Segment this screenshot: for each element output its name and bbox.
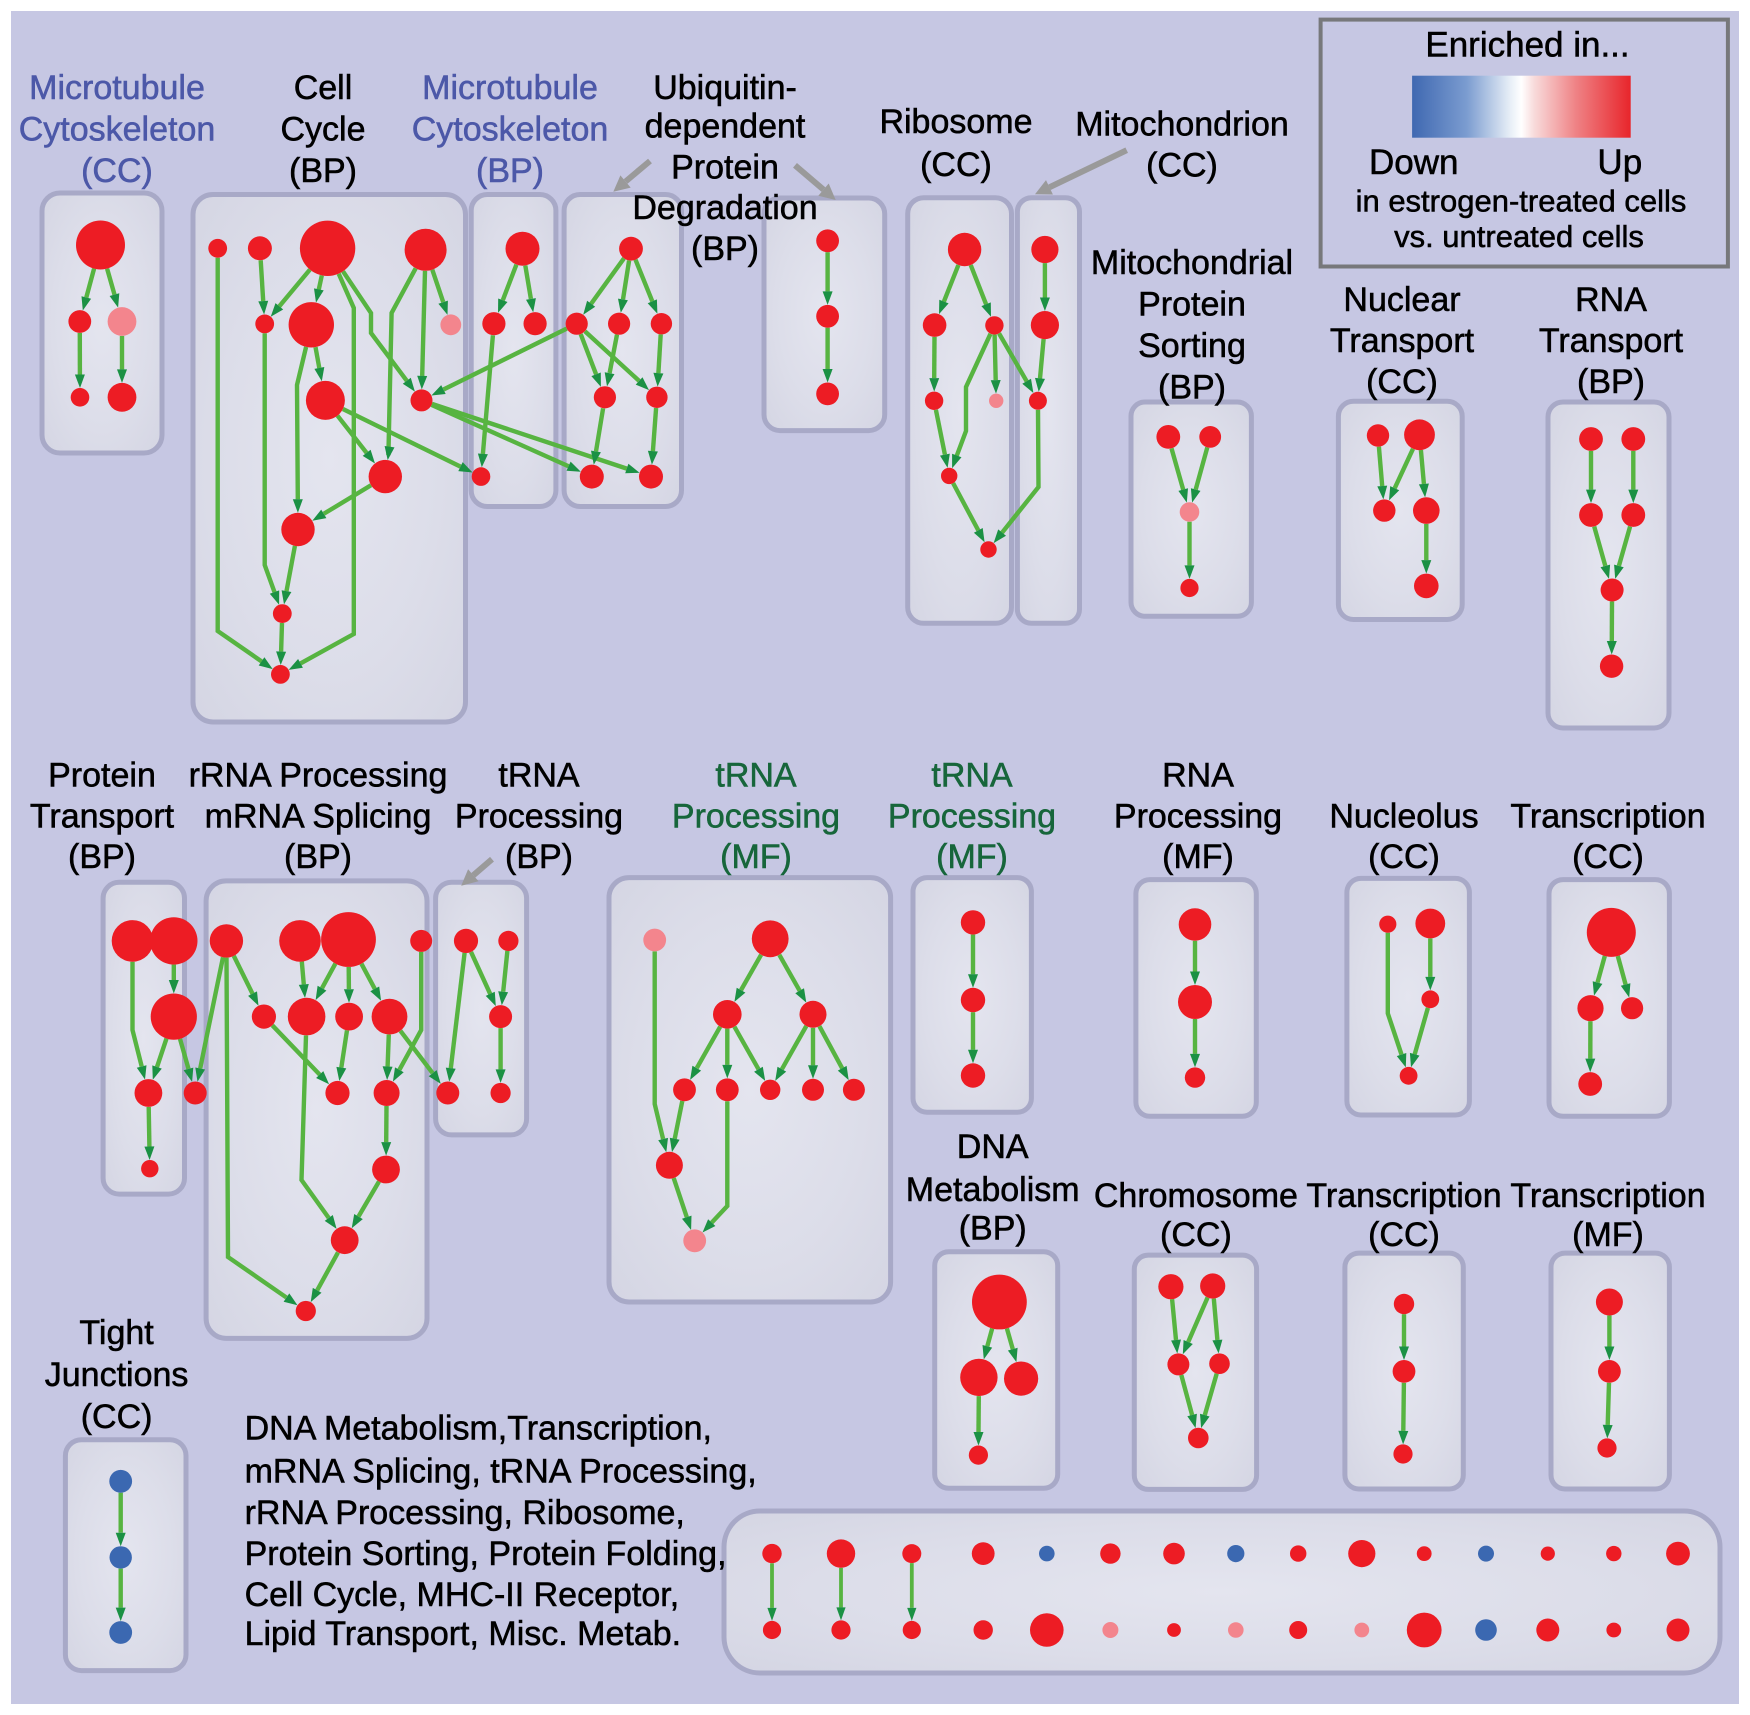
svg-text:mRNA Splicing, tRNA Processing: mRNA Splicing, tRNA Processing, xyxy=(245,1453,757,1491)
svg-text:Up: Up xyxy=(1597,143,1642,182)
svg-text:Protein: Protein xyxy=(48,757,156,795)
svg-text:tRNA: tRNA xyxy=(498,757,580,795)
svg-text:Tight: Tight xyxy=(79,1314,154,1352)
svg-text:(CC): (CC) xyxy=(1572,838,1644,876)
svg-text:(BP): (BP) xyxy=(505,838,573,876)
svg-text:Protein: Protein xyxy=(1138,286,1246,324)
svg-text:(CC): (CC) xyxy=(81,1398,153,1436)
svg-text:(BP): (BP) xyxy=(691,230,759,268)
svg-text:Degradation: Degradation xyxy=(632,189,817,227)
svg-text:Mitochondrion: Mitochondrion xyxy=(1075,106,1289,144)
svg-text:rRNA Processing, Ribosome,: rRNA Processing, Ribosome, xyxy=(245,1494,685,1532)
svg-text:Junctions: Junctions xyxy=(45,1356,189,1394)
svg-text:(BP): (BP) xyxy=(1158,369,1226,407)
svg-text:Transport: Transport xyxy=(1539,322,1684,360)
svg-text:Chromosome: Chromosome xyxy=(1094,1177,1298,1215)
svg-text:DNA: DNA xyxy=(957,1128,1029,1166)
svg-text:Ubiquitin-: Ubiquitin- xyxy=(653,69,797,107)
svg-text:Cell: Cell xyxy=(294,69,353,107)
svg-text:dependent: dependent xyxy=(645,108,806,146)
svg-text:(BP): (BP) xyxy=(284,838,352,876)
svg-text:in estrogen-treated cells: in estrogen-treated cells xyxy=(1356,184,1687,219)
svg-text:Transcription: Transcription xyxy=(1306,1177,1501,1215)
svg-text:RNA: RNA xyxy=(1162,757,1234,795)
svg-text:Metabolism: Metabolism xyxy=(906,1171,1080,1209)
svg-text:(CC): (CC) xyxy=(1368,1216,1440,1254)
svg-text:tRNA: tRNA xyxy=(931,757,1013,795)
svg-text:Nuclear: Nuclear xyxy=(1343,281,1460,319)
svg-text:(CC): (CC) xyxy=(1146,146,1218,184)
svg-text:Cell Cycle, MHC-II Receptor,: Cell Cycle, MHC-II Receptor, xyxy=(245,1576,680,1614)
svg-text:Cytoskeleton: Cytoskeleton xyxy=(412,111,609,149)
svg-text:Transport: Transport xyxy=(30,797,175,835)
svg-text:Processing: Processing xyxy=(1114,797,1282,835)
svg-text:Down: Down xyxy=(1369,143,1458,182)
svg-text:Microtubule: Microtubule xyxy=(29,69,205,107)
svg-text:(CC): (CC) xyxy=(1366,363,1438,401)
svg-text:Processing: Processing xyxy=(672,797,840,835)
svg-text:Microtubule: Microtubule xyxy=(422,69,598,107)
svg-text:Protein: Protein xyxy=(671,148,779,186)
svg-text:rRNA Processing: rRNA Processing xyxy=(189,757,448,795)
svg-text:(CC): (CC) xyxy=(81,152,153,190)
svg-text:(BP): (BP) xyxy=(68,838,136,876)
svg-text:RNA: RNA xyxy=(1575,281,1647,319)
svg-text:(BP): (BP) xyxy=(959,1210,1027,1248)
svg-text:(MF): (MF) xyxy=(1162,838,1234,876)
svg-text:(CC): (CC) xyxy=(920,146,992,184)
svg-text:vs. untreated cells: vs. untreated cells xyxy=(1394,219,1644,254)
svg-text:Mitochondrial: Mitochondrial xyxy=(1091,244,1293,282)
svg-text:(MF): (MF) xyxy=(720,838,792,876)
svg-text:(CC): (CC) xyxy=(1368,838,1440,876)
svg-text:mRNA Splicing: mRNA Splicing xyxy=(205,797,432,835)
svg-text:Transport: Transport xyxy=(1330,322,1475,360)
svg-text:Sorting: Sorting xyxy=(1138,327,1246,365)
svg-text:Processing: Processing xyxy=(455,797,623,835)
svg-text:(BP): (BP) xyxy=(289,152,357,190)
svg-text:Lipid Transport, Misc. Metab.: Lipid Transport, Misc. Metab. xyxy=(245,1615,682,1653)
svg-text:Processing: Processing xyxy=(888,797,1056,835)
svg-text:Ribosome: Ribosome xyxy=(879,103,1032,141)
svg-text:(BP): (BP) xyxy=(1577,363,1645,401)
svg-text:tRNA: tRNA xyxy=(715,757,797,795)
svg-text:Nucleolus: Nucleolus xyxy=(1329,797,1478,835)
svg-text:Transcription: Transcription xyxy=(1510,797,1705,835)
svg-text:(MF): (MF) xyxy=(1572,1216,1644,1254)
svg-text:Transcription: Transcription xyxy=(1510,1177,1705,1215)
svg-text:Protein Sorting, Protein Foldi: Protein Sorting, Protein Folding, xyxy=(245,1535,727,1573)
svg-text:(CC): (CC) xyxy=(1160,1216,1232,1254)
svg-text:(MF): (MF) xyxy=(936,838,1008,876)
svg-text:(BP): (BP) xyxy=(476,152,544,190)
svg-text:DNA Metabolism,Transcription,: DNA Metabolism,Transcription, xyxy=(245,1409,712,1447)
svg-text:Cytoskeleton: Cytoskeleton xyxy=(19,111,216,149)
svg-text:Enriched in...: Enriched in... xyxy=(1425,26,1629,65)
svg-text:Cycle: Cycle xyxy=(280,111,365,149)
